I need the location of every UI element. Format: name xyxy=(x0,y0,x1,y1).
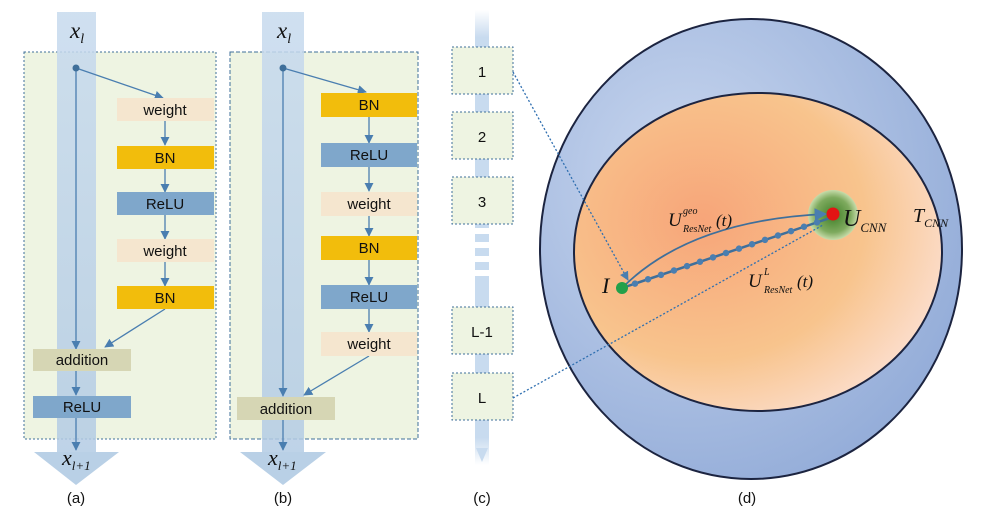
inner-circle xyxy=(573,92,943,412)
panel-b-weight-label-2: weight xyxy=(346,336,391,353)
svg-text:ResNet: ResNet xyxy=(763,285,793,296)
panel-a-output-label: xl+1 xyxy=(61,445,91,473)
panel-c-layer-1: 1 xyxy=(451,46,514,95)
layered-path-dot xyxy=(644,276,652,283)
panel-a-weight-label-2: weight xyxy=(142,243,187,260)
layered-path-dot xyxy=(787,227,795,235)
panel-c-layer-1-label: 1 xyxy=(478,64,486,81)
panel-a-post-relu: ReLU xyxy=(33,396,131,418)
panel-c-layer-3-label: 3 xyxy=(478,194,486,211)
panel-b-block-6: weight xyxy=(321,332,417,356)
panel-b-addition-label: addition xyxy=(260,401,313,418)
panel-a-addition-label: addition xyxy=(56,352,109,369)
svg-text:U: U xyxy=(668,210,683,231)
panel-d-caption: (d) xyxy=(738,490,756,507)
panel-b-block-2: ReLU xyxy=(321,143,417,167)
panel-b-relu-label-2: ReLU xyxy=(350,289,388,306)
panel-b-bn-label: BN xyxy=(359,97,380,114)
panel-a-block-3: ReLU xyxy=(117,192,214,215)
label-i: I xyxy=(601,273,611,298)
connector-layer-l xyxy=(512,224,824,399)
panel-a-bn-label: BN xyxy=(155,150,176,167)
svg-text:L: L xyxy=(763,267,770,278)
label-tcnn: TCNN xyxy=(913,205,949,230)
panel-c-caption: (c) xyxy=(473,490,491,507)
layered-path-dot xyxy=(709,254,717,261)
panel-a-input-label: xl xyxy=(69,18,84,47)
panel-b-weight-label: weight xyxy=(346,196,391,213)
layered-path-dot xyxy=(774,232,782,239)
panel-b-input-label: xl xyxy=(276,18,291,47)
layered-path-dot xyxy=(761,236,769,244)
panel-d: I UCNN TCNN U geo ResNet (t) U L ResNet … xyxy=(512,18,963,507)
label-layered: U L ResNet (t) xyxy=(748,267,813,296)
panel-b-addition: addition xyxy=(237,397,335,420)
panel-a-branch-point xyxy=(72,64,80,72)
end-point-ucnn xyxy=(826,207,840,221)
layered-path-dot xyxy=(722,249,730,257)
svg-text:(t): (t) xyxy=(716,211,732,230)
panel-b-bn-label-2: BN xyxy=(359,240,380,257)
layered-path-dot xyxy=(813,219,821,226)
panel-a-post-relu-label: ReLU xyxy=(63,399,101,416)
panel-a-block-5: BN xyxy=(117,286,214,309)
panel-a-caption: (a) xyxy=(67,490,85,507)
panel-c-gaps xyxy=(475,228,489,276)
panel-b-output-label: xl+1 xyxy=(267,445,297,473)
layered-path-dot xyxy=(696,258,704,265)
panel-a-block-2: BN xyxy=(117,146,214,169)
svg-text:ResNet: ResNet xyxy=(682,224,712,235)
layered-path-dot xyxy=(657,271,665,279)
panel-c-layer-2-label: 2 xyxy=(478,129,486,146)
layered-path-dot xyxy=(748,241,756,248)
panel-c-layer-3: 3 xyxy=(451,176,514,225)
layered-path-dot xyxy=(683,262,691,270)
svg-text:geo: geo xyxy=(683,206,697,217)
label-ucnn: UCNN xyxy=(843,206,888,235)
panel-c-layer-l: L xyxy=(451,372,514,421)
panel-b-branch-point xyxy=(279,64,287,72)
panel-c-layer-2: 2 xyxy=(451,111,514,160)
layered-path-dot xyxy=(631,280,639,287)
panel-a-block-4: weight xyxy=(117,239,214,262)
layered-path-dot xyxy=(735,245,743,252)
panel-c-layer-l-1: L-1 xyxy=(451,306,514,355)
panel-b-block-4: BN xyxy=(321,236,417,260)
panel-c-layer-l-label: L xyxy=(478,390,486,407)
layered-path-dots xyxy=(631,219,821,287)
panel-b-output-arrowhead xyxy=(240,452,326,485)
label-geodesic: U geo ResNet (t) xyxy=(668,206,732,235)
panel-c-layer-l-1-label: L-1 xyxy=(471,324,493,341)
layered-path-dot xyxy=(800,223,808,230)
panel-a-bn-label-2: BN xyxy=(155,290,176,307)
panel-b-relu-label: ReLU xyxy=(350,147,388,164)
svg-text:U: U xyxy=(748,271,763,292)
svg-text:(t): (t) xyxy=(797,272,813,291)
layered-path-dot xyxy=(670,267,678,274)
start-point-i xyxy=(616,282,628,294)
panel-b-block-1: BN xyxy=(321,93,417,117)
panel-a-output-arrowhead xyxy=(34,452,119,485)
panel-a-relu-label: ReLU xyxy=(146,196,184,213)
panel-a: weight BN ReLU weight BN addition ReLU x… xyxy=(23,12,217,507)
panel-b: BN ReLU weight BN ReLU weight addition x… xyxy=(229,12,419,507)
panel-c: 1 2 3 L-1 L (c) xyxy=(451,10,514,507)
panel-a-weight-label: weight xyxy=(142,102,187,119)
panel-a-addition: addition xyxy=(33,349,131,371)
panel-b-caption: (b) xyxy=(274,490,292,507)
panel-b-block-5: ReLU xyxy=(321,285,417,309)
panel-b-block-3: weight xyxy=(321,192,417,216)
panel-a-block-1: weight xyxy=(117,98,214,121)
geodesic-path xyxy=(621,208,828,289)
